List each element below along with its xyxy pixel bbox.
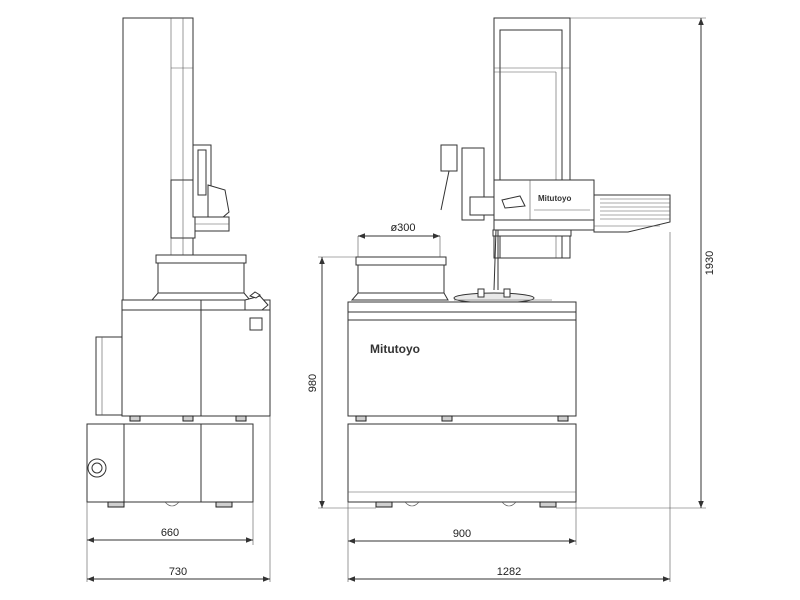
dim-label-300: ø300 (390, 222, 415, 234)
dim-label-730: 730 (169, 566, 187, 578)
front-drive-arm (593, 194, 671, 233)
dim-label-1282: 1282 (497, 566, 521, 578)
dim-label-1930: 1930 (704, 251, 716, 275)
dim-label-660: 660 (161, 527, 179, 539)
front-unit-brand: Mitutoyo (538, 194, 571, 203)
front-table-top (355, 256, 447, 266)
dim-label-900: 900 (453, 528, 471, 540)
front-stylus (440, 170, 450, 211)
side-leveling-knob-icon (87, 458, 107, 478)
front-body-brand: Mitutoyo (370, 342, 420, 356)
front-view: Mitutoyo Mitutoyo (307, 17, 716, 582)
side-table-top (155, 254, 247, 264)
side-body (121, 299, 271, 417)
side-stand (86, 423, 254, 503)
front-unit-logo-icon (501, 195, 526, 209)
front-stand (347, 423, 577, 503)
front-body (347, 301, 577, 417)
side-control-box (95, 336, 123, 416)
dim-label-980: 980 (307, 374, 319, 392)
side-column (122, 17, 194, 301)
side-view: 660 730 (86, 17, 271, 582)
